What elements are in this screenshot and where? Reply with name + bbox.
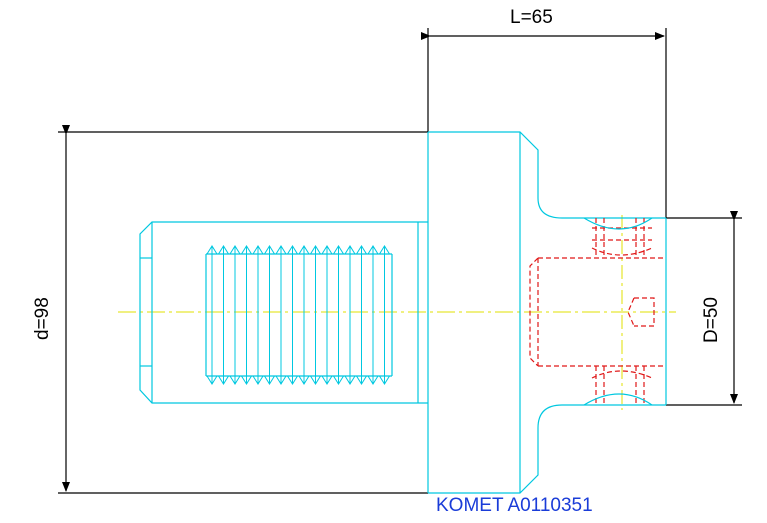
outer-diameter-text: d=98 — [32, 297, 53, 340]
length-dimension-text: L=65 — [510, 7, 553, 28]
thread-tooth — [206, 245, 218, 385]
dimension-lines — [58, 28, 742, 494]
thread-tooth — [287, 245, 298, 385]
thread-tooth — [379, 245, 390, 385]
thread-tooth — [310, 245, 321, 385]
thread-tooth — [241, 245, 252, 385]
thread-tooth — [264, 245, 275, 385]
thread-tooth — [252, 245, 264, 385]
thread-tooth — [321, 245, 333, 385]
thread-tooth — [298, 245, 310, 385]
thread-tooth — [275, 245, 287, 385]
thread-lines — [206, 245, 390, 385]
thread-tooth — [356, 245, 367, 385]
shank-diameter-text: D=50 — [701, 297, 722, 343]
thread-tooth — [333, 245, 344, 385]
thread-tooth — [229, 245, 241, 385]
thread-tooth — [218, 245, 229, 385]
part-number-caption: KOMET A0110351 — [436, 495, 593, 516]
thread-tooth — [344, 245, 356, 385]
hidden-lines — [529, 218, 666, 405]
thread-tooth — [367, 245, 379, 385]
groove-arcs — [583, 217, 653, 406]
